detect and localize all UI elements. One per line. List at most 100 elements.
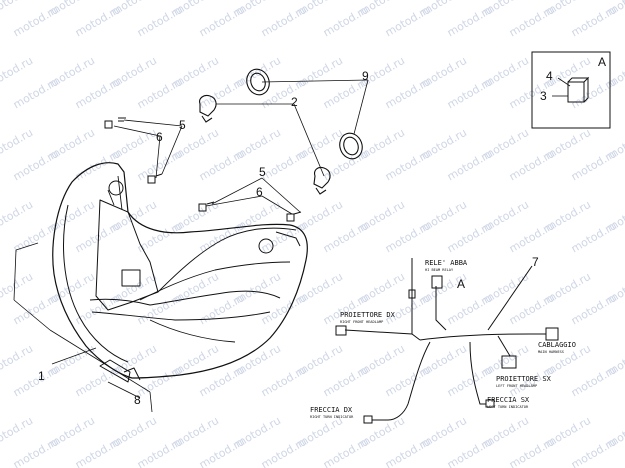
watermark-text: motod.ru <box>0 414 35 450</box>
watermark-text: motod.ru <box>11 147 61 183</box>
watermark-text: motod.ru <box>135 75 185 111</box>
watermark-text: motod.ru <box>73 147 123 183</box>
headlight-assembly <box>52 162 308 383</box>
proiettore-sx-sub: LEFT FRONT HEADLAMP <box>496 384 537 388</box>
watermark-text: motod.ru <box>197 147 247 183</box>
freccia-dx-label: FRECCIA DX <box>310 406 353 414</box>
watermark-text: motod.ru <box>507 435 557 468</box>
watermark-text: motod.ru <box>0 0 35 18</box>
watermark-text: motod.ru <box>197 363 247 399</box>
watermark-text: motod.ru <box>321 363 371 399</box>
watermark-text: motod.ru <box>383 363 433 399</box>
part-number-labels: 9 2 5 6 5 6 1 8 7 4 3 A A <box>38 55 606 407</box>
watermark-text: motod.ru <box>569 3 619 39</box>
part-number-5-mid: 5 <box>259 165 266 179</box>
watermark-text: motod.ru <box>197 219 247 255</box>
watermark-text: motod.ru <box>507 147 557 183</box>
watermark-text: motod.ru <box>135 3 185 39</box>
leader-lines <box>13 79 369 413</box>
wiring-harness <box>335 258 559 424</box>
watermark-text: motod.ru <box>197 3 247 39</box>
watermark-text: motod.ru <box>259 435 309 468</box>
watermark-text: motod.ru <box>0 342 35 378</box>
watermark-text: motod.ru <box>73 363 123 399</box>
watermark-text: motod.ru <box>445 147 495 183</box>
watermark-text: motod.ru <box>507 3 557 39</box>
watermark-text: motod.ru <box>259 3 309 39</box>
watermark-text: motod.ru <box>507 291 557 327</box>
part-number-1: 1 <box>38 369 45 383</box>
watermark-text: motod.ru <box>383 75 433 111</box>
part-number-4: 4 <box>546 69 553 83</box>
part-number-2: 2 <box>291 95 298 109</box>
watermark-text: motod.ru <box>321 147 371 183</box>
watermark-text: motod.ru <box>383 291 433 327</box>
freccia-sx-sub: LEFT TURN INDICATOR <box>487 405 529 409</box>
watermark-text: motod.ru <box>569 75 619 111</box>
watermark-text: motod.ru <box>0 126 35 162</box>
watermark-text: motod.ru <box>259 75 309 111</box>
bulbs <box>199 94 331 195</box>
watermark-text: motod.ru <box>569 147 619 183</box>
watermark-text: motod.ru <box>569 363 619 399</box>
part-number-6-mid: 6 <box>256 185 263 199</box>
watermark-text: motod.ru <box>445 3 495 39</box>
rele-abba-label: RELE' ABBA <box>425 259 468 267</box>
connector-labels: RELE' ABBA HI BEAM RELAY PROIETTORE DX R… <box>310 259 576 419</box>
part-number-3: 3 <box>540 89 547 103</box>
part-number-6-top: 6 <box>156 130 163 144</box>
watermark-text: motod.ru <box>259 291 309 327</box>
part-number-7: 7 <box>532 255 539 269</box>
watermark-text: motod.ru <box>321 435 371 468</box>
watermark-text: motod.ru <box>445 219 495 255</box>
inset-relay-detail <box>531 51 611 129</box>
watermark-text: motod.ru <box>321 3 371 39</box>
relay-callout-a: A <box>457 277 465 291</box>
watermark-text: motod.ru <box>0 54 35 90</box>
proiettore-dx-sub: RIGHT FRONT HEADLAMP <box>340 320 383 324</box>
watermark-text: motod.ru <box>383 435 433 468</box>
bulb-covers <box>246 68 363 160</box>
watermark-text: motod.ru <box>73 75 123 111</box>
watermark-text: motod.ru <box>73 291 123 327</box>
cablaggio-sub: MAIN HARNESS <box>538 350 564 354</box>
watermark-text: motod.ru <box>569 219 619 255</box>
watermark-text: motod.ru <box>259 363 309 399</box>
watermark-text: motod.ru <box>507 219 557 255</box>
watermark-text: motod.ru <box>73 435 123 468</box>
part-number-9: 9 <box>362 69 369 83</box>
watermark-text: motod.ru <box>569 291 619 327</box>
inset-letter-a: A <box>598 55 606 69</box>
freccia-sx-label: FRECCIA SX <box>487 396 530 404</box>
watermark-text: motod.ru <box>135 219 185 255</box>
watermark-text: motod.ru <box>383 3 433 39</box>
part-number-8: 8 <box>134 393 141 407</box>
watermark-text: motod.ru <box>135 291 185 327</box>
watermark-text: motod.ru <box>11 363 61 399</box>
freccia-dx-sub: RIGHT TURN INDICATOR <box>310 415 354 419</box>
watermark-text: motod.ru <box>569 435 619 468</box>
watermark-text: motod.ru <box>0 270 35 306</box>
watermark-text: motod.ru <box>321 219 371 255</box>
watermark-text: motod.ru <box>445 75 495 111</box>
watermark-text: motod.ru <box>11 75 61 111</box>
watermark-text: motod.ru <box>135 147 185 183</box>
watermark-text: motod.ru <box>197 75 247 111</box>
watermark-text: motod.ru <box>135 363 185 399</box>
watermark-text: motod.ru <box>197 291 247 327</box>
fasteners <box>104 117 302 222</box>
proiettore-dx-label: PROIETTORE DX <box>340 311 396 319</box>
watermark-text: motod.ru <box>383 219 433 255</box>
watermark-text: motod.ru <box>135 435 185 468</box>
rele-abba-sub: HI BEAM RELAY <box>425 268 454 272</box>
watermark-text: motod.ru <box>11 3 61 39</box>
cablaggio-label: CABLAGGIO <box>538 341 576 349</box>
watermark-text: motod.ru <box>445 435 495 468</box>
watermark-text: motod.ru <box>445 363 495 399</box>
watermark-text: motod.ru <box>197 435 247 468</box>
proiettore-sx-label: PROIETTORE SX <box>496 375 552 383</box>
watermark-text: motod.ru <box>0 198 35 234</box>
watermark-text: motod.ru <box>383 147 433 183</box>
